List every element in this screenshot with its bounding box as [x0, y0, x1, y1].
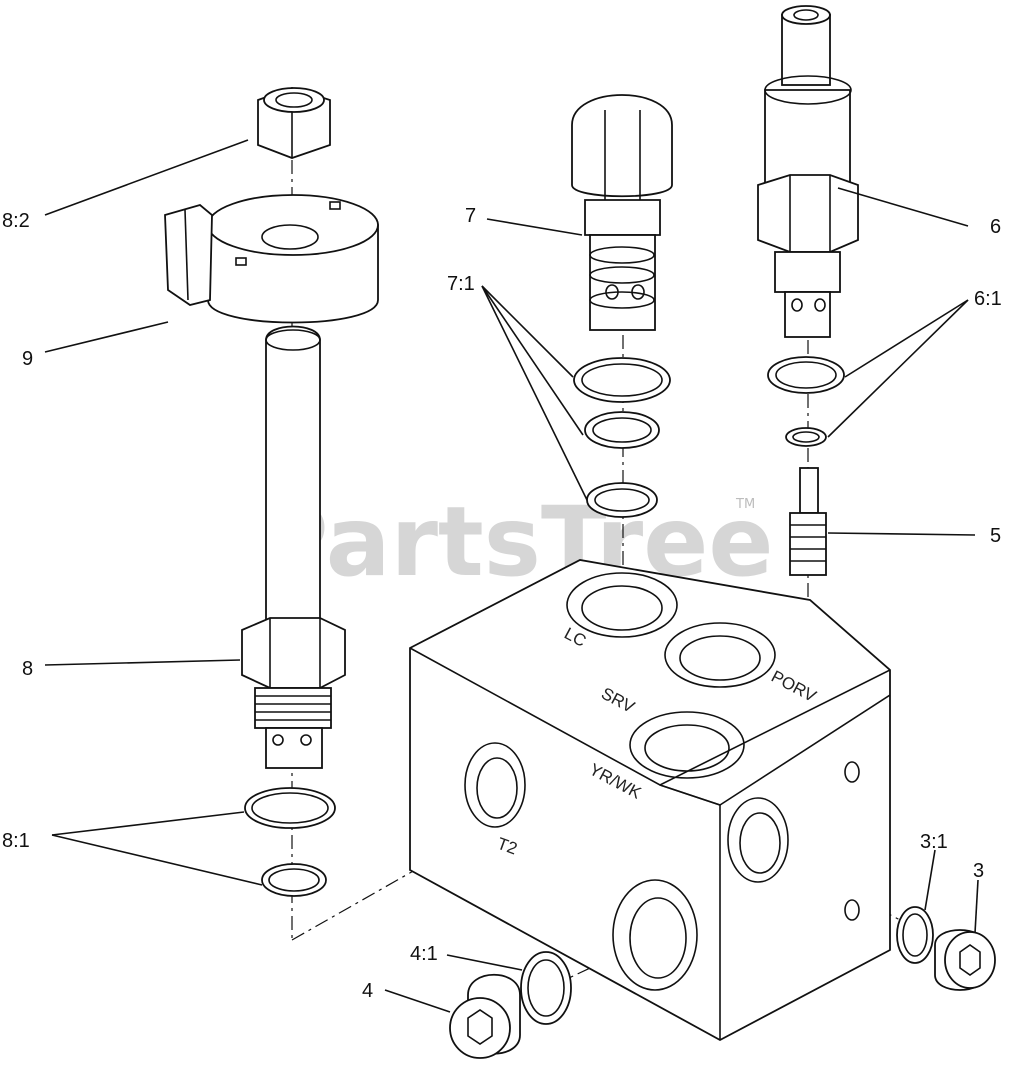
callout-3: 3	[973, 860, 984, 882]
callout-8-2: 8:2	[2, 210, 30, 232]
callout-7-1: 7:1	[447, 273, 475, 295]
callout-leader-lines	[44, 139, 979, 1013]
cartridge-valve-7-part	[571, 94, 673, 331]
callout-3-1: 3:1	[920, 831, 948, 853]
seals-7-1	[573, 357, 671, 518]
watermark-trademark: TM	[735, 497, 755, 512]
o-rings-8-1	[244, 787, 336, 897]
callout-4-1: 4:1	[410, 943, 438, 965]
callout-8-1: 8:1	[2, 830, 30, 852]
solenoid-coil-part	[164, 194, 379, 324]
spring-poppet-5-part	[789, 467, 827, 576]
plug-4-part	[449, 951, 572, 1059]
o-rings-6-1	[767, 356, 845, 447]
hex-nut-part	[257, 87, 331, 159]
valve-manifold-block	[409, 559, 891, 1042]
callout-6-1: 6:1	[974, 288, 1002, 310]
solenoid-cartridge-part	[241, 325, 346, 769]
callout-5: 5	[990, 525, 1001, 547]
callout-6: 6	[990, 216, 1001, 238]
callout-9: 9	[22, 348, 33, 370]
callout-8: 8	[22, 658, 33, 680]
callout-4: 4	[362, 980, 373, 1002]
plug-3-part	[896, 906, 996, 991]
relief-valve-6-part	[757, 5, 859, 338]
callout-7: 7	[465, 205, 476, 227]
